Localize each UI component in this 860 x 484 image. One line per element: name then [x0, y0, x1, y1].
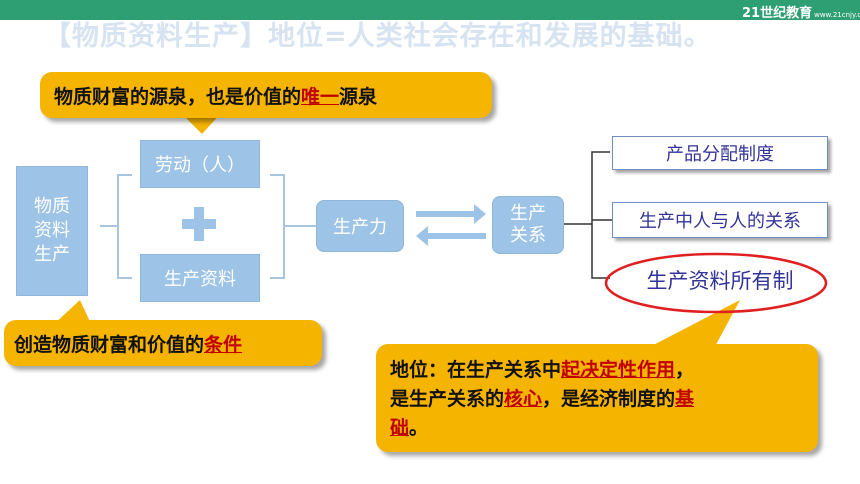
callout-bottom-highlight: 基 — [675, 388, 695, 410]
material-production-line: 物质 — [34, 196, 70, 217]
relations-line: 关系 — [510, 225, 546, 246]
labor-box: 劳动（人） — [140, 140, 260, 188]
distribution-system-label: 产品分配制度 — [666, 144, 774, 165]
distribution-system-box: 产品分配制度 — [612, 136, 828, 170]
callout-bottom-highlight: 础 — [390, 417, 410, 439]
ownership-box: 生产资料所有制 — [618, 262, 822, 298]
callout-bottom-line2: 是生产关系的核心，是经济制度的基 — [390, 385, 804, 414]
callout-bottom: 地位：在生产关系中起决定性作用， 是生产关系的核心，是经济制度的基 础。 — [376, 344, 818, 452]
productivity-box: 生产力 — [316, 200, 404, 252]
callout-top-text: 物质财富的源泉，也是价值的 — [54, 85, 302, 108]
arrow-left — [416, 226, 486, 246]
callout-left: 创造物质财富和价值的条件 — [4, 320, 322, 366]
relations-line: 生产 — [510, 203, 546, 224]
callout-left-text: 创造物质财富和价值的 — [14, 333, 205, 356]
callout-bottom-line3: 础。 — [390, 414, 804, 443]
callout-top-highlight: 唯一 — [301, 85, 340, 108]
right-bracket — [270, 174, 285, 279]
callout-bottom-text: ， — [675, 359, 695, 381]
human-relations-box: 生产中人与人的关系 — [612, 202, 828, 238]
tree-bracket — [591, 151, 610, 279]
left-bracket — [117, 174, 132, 279]
callout-left-highlight: 条件 — [204, 333, 243, 356]
callout-bottom-highlight: 核心 — [504, 388, 543, 410]
material-production-line: 资料 — [34, 220, 70, 241]
callout-bottom-text: 地位：在生产关系中 — [390, 359, 562, 381]
callout-bottom-highlight: 起决定性作用 — [561, 359, 676, 381]
page-title: 【物质资料生产】地位=人类社会存在和发展的基础。 — [44, 21, 712, 52]
ownership-label: 生产资料所有制 — [646, 269, 794, 293]
callout-bottom-line1: 地位：在生产关系中起决定性作用， — [390, 356, 804, 385]
callout-bottom-text: 。 — [409, 417, 429, 439]
highlight-ellipse — [604, 252, 828, 314]
labor-label: 劳动（人） — [155, 155, 245, 176]
material-production-line: 生产 — [34, 244, 70, 265]
callout-bottom-text: 是生产关系的 — [390, 388, 505, 410]
logo-sub: www.21cnjy.com — [814, 11, 860, 19]
callout-bottom-text: ，是经济制度的 — [542, 388, 676, 410]
productivity-label: 生产力 — [333, 217, 387, 238]
material-production-box: 物质 资料 生产 — [16, 166, 88, 296]
human-relations-label: 生产中人与人的关系 — [639, 211, 801, 232]
plus-vertical — [194, 207, 204, 241]
arrow-right — [416, 204, 486, 224]
top-bar — [0, 0, 860, 20]
relations-box: 生产 关系 — [492, 196, 564, 254]
callout-top-text-end: 源泉 — [339, 85, 378, 108]
logo-text: 21世纪教育 — [742, 6, 813, 21]
means-of-production-box: 生产资料 — [140, 254, 260, 302]
callout-top: 物质财富的源泉，也是价值的唯一源泉 — [40, 72, 492, 118]
means-label: 生产资料 — [164, 269, 236, 290]
callout-left-pointer — [52, 300, 92, 326]
